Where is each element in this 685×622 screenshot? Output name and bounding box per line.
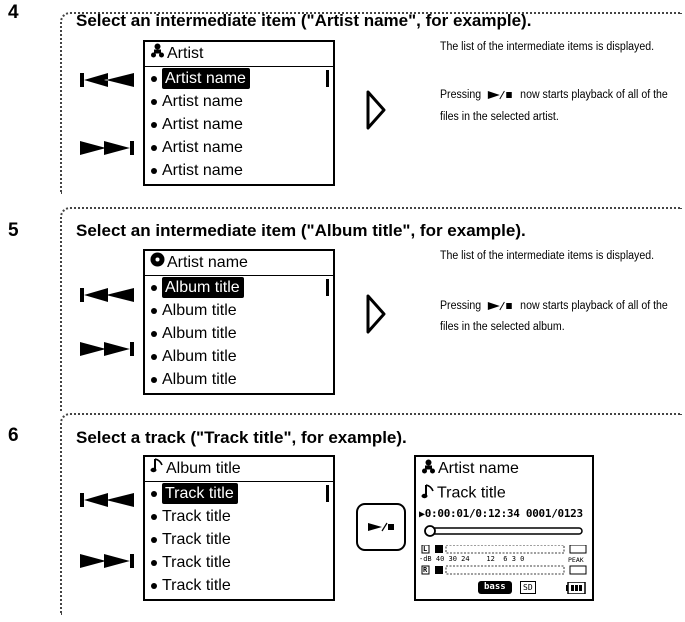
play-state-icon: ▶	[419, 509, 425, 520]
list-item[interactable]: Track title	[145, 551, 333, 574]
bass-badge: bass	[478, 581, 512, 594]
step-4-frame	[60, 12, 682, 194]
player-artist-row: Artist name	[421, 459, 519, 479]
list-item[interactable]: Artist name	[145, 67, 333, 90]
battery-icon	[566, 582, 586, 594]
next-arrow-icon	[366, 90, 386, 130]
bullet-icon	[151, 98, 157, 105]
artist-icon	[150, 42, 165, 66]
list-header: Artist	[145, 42, 333, 67]
list-item[interactable]: Track title	[145, 505, 333, 528]
list-header: Album title	[145, 457, 333, 482]
step-5-description-3: files in the selected album.	[440, 321, 565, 333]
music-note-icon	[150, 457, 164, 481]
play-stop-icon	[487, 90, 512, 100]
step-6-frame	[60, 413, 682, 615]
list-item[interactable]: Track title	[145, 528, 333, 551]
bullet-icon	[151, 307, 157, 314]
skip-back-icon	[80, 493, 134, 507]
list-item[interactable]: Artist name	[145, 113, 333, 136]
skip-back-icon	[80, 73, 134, 87]
left-channel-label: L	[423, 545, 428, 553]
bullet-icon	[151, 330, 157, 337]
step-4-heading: Select an intermediate item ("Artist nam…	[76, 11, 532, 30]
step-6-heading: Select a track ("Track title", for examp…	[76, 428, 407, 447]
skip-forward-icon	[80, 554, 134, 568]
bullet-icon	[151, 75, 157, 82]
list-item[interactable]: Artist name	[145, 90, 333, 113]
list-header-label: Artist	[167, 45, 204, 63]
list-item[interactable]: Track title	[145, 482, 333, 505]
step-5-frame	[60, 207, 682, 411]
level-meter	[421, 545, 587, 575]
bullet-icon	[151, 284, 157, 291]
step-5-description-2: Pressing now starts playback of all of t…	[440, 300, 668, 312]
bullet-icon	[151, 167, 157, 174]
artist-list-screen: Artist Artist name Artist name Artist na…	[143, 40, 335, 186]
step-number-6: 6	[8, 425, 19, 446]
step-4-description-3: files in the selected artist.	[440, 111, 559, 123]
playback-screen: Artist name Track title ▶0:00:01/0:12:34…	[414, 455, 594, 601]
bullet-icon	[151, 490, 157, 497]
bullet-icon	[151, 536, 157, 543]
bullet-icon	[151, 353, 157, 360]
skip-forward-icon	[80, 342, 134, 356]
bullet-icon	[151, 559, 157, 566]
player-time-row: ▶0:00:01/0:12:34 0001/0123	[419, 507, 583, 520]
album-disc-icon	[150, 251, 165, 275]
progress-bar	[424, 525, 583, 537]
step-number-5: 5	[8, 220, 19, 241]
player-track-row: Track title	[421, 483, 506, 504]
peak-label: PEAK	[568, 556, 584, 564]
list-item[interactable]: Album title	[145, 276, 333, 299]
list-item[interactable]: Album title	[145, 368, 333, 391]
scrollbar	[326, 485, 329, 502]
step-5-heading: Select an intermediate item ("Album titl…	[76, 221, 526, 240]
bullet-icon	[151, 121, 157, 128]
next-arrow-icon	[366, 294, 386, 334]
play-stop-icon	[487, 301, 512, 311]
play-stop-icon	[368, 522, 394, 532]
skip-forward-icon	[80, 141, 134, 155]
list-item[interactable]: Album title	[145, 345, 333, 368]
bullet-icon	[151, 144, 157, 151]
list-header-label: Artist name	[167, 254, 248, 272]
list-item[interactable]: Artist name	[145, 159, 333, 182]
step-5-description-1: The list of the intermediate items is di…	[440, 250, 655, 262]
track-list-screen: Album title Track title Track title Trac…	[143, 455, 335, 601]
bullet-icon	[151, 513, 157, 520]
step-4-description-1: The list of the intermediate items is di…	[440, 41, 655, 53]
meter-scale: -dB 40 30 24 12 6 3 0	[419, 555, 525, 563]
album-list-screen: Artist name Album title Album title Albu…	[143, 249, 335, 395]
scrollbar	[326, 279, 329, 296]
list-item[interactable]: Artist name	[145, 136, 333, 159]
list-item[interactable]: Album title	[145, 322, 333, 345]
step-4-description-2: Pressing now starts playback of all of t…	[440, 89, 668, 101]
step-number-4: 4	[8, 2, 19, 23]
bullet-icon	[151, 582, 157, 589]
sd-badge: SD	[520, 581, 536, 594]
play-stop-button[interactable]	[356, 503, 406, 551]
bullet-icon	[151, 376, 157, 383]
list-item[interactable]: Album title	[145, 299, 333, 322]
right-channel-label: R	[423, 566, 428, 574]
list-item[interactable]: Track title	[145, 574, 333, 597]
music-note-icon	[421, 483, 435, 504]
list-header-label: Album title	[166, 460, 241, 478]
skip-back-icon	[80, 288, 134, 302]
scrollbar	[326, 70, 329, 87]
artist-icon	[421, 459, 436, 479]
list-header: Artist name	[145, 251, 333, 276]
